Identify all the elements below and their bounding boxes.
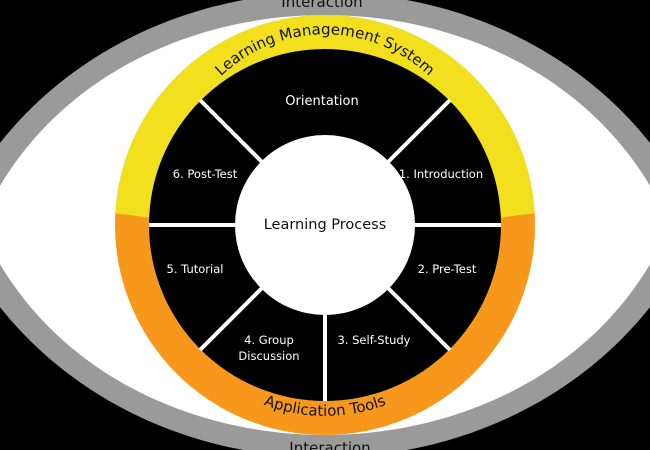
center-label: Learning Process [264,217,387,233]
interaction-bottom-label: Interaction [289,439,370,450]
segment-group-line2: Discussion [238,349,299,363]
segment-introduction: 1. Introduction [399,167,483,181]
segment-pre-test: 2. Pre-Test [418,262,477,276]
segment-orientation: Orientation [285,94,358,109]
segment-post-test: 6. Post-Test [173,167,238,181]
segment-group-line1: 4. Group [244,333,294,347]
segment-self-study: 3. Self-Study [338,333,411,347]
segment-tutorial: 5. Tutorial [167,262,224,276]
segment-dividers [149,98,501,401]
interaction-top-label: Interaction [281,0,362,11]
center-circle [235,135,415,315]
